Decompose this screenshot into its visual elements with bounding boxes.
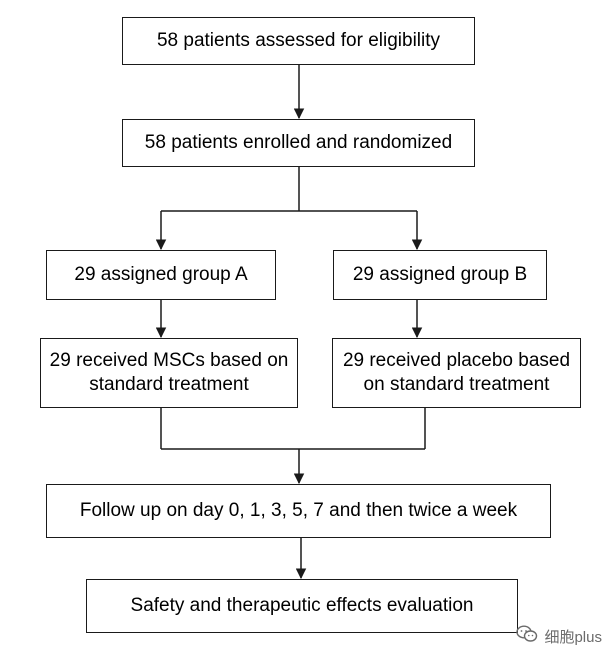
wechat-icon — [516, 625, 538, 647]
box-group-a: 29 assigned group A — [46, 250, 276, 300]
enrollment-label: 58 patients enrolled and randomized — [144, 132, 453, 153]
group-a-label: 29 assigned group A — [74, 264, 248, 285]
group-b-label: 29 assigned group B — [352, 264, 528, 285]
box-follow-up: Follow up on day 0, 1, 3, 5, 7 and then … — [46, 484, 551, 538]
evaluation-label: Safety and therapeutic effects evaluatio… — [130, 595, 474, 616]
box-treatment-b: 29 received placebo based on standard tr… — [332, 338, 581, 408]
box-enrollment: 58 patients enrolled and randomized — [122, 119, 475, 167]
treatment-b-label: 29 received placebo based on standard tr… — [342, 350, 571, 395]
watermark-text: 细胞plus — [544, 628, 602, 646]
box-group-b: 29 assigned group B — [333, 250, 547, 300]
box-evaluation: Safety and therapeutic effects evaluatio… — [86, 579, 518, 633]
box-screening: 58 patients assessed for eligibility — [122, 17, 475, 65]
treatment-a-label: 29 received MSCs based on standard treat… — [49, 350, 289, 395]
watermark: 细胞plus — [516, 625, 602, 647]
box-treatment-a: 29 received MSCs based on standard treat… — [40, 338, 298, 408]
follow-up-label: Follow up on day 0, 1, 3, 5, 7 and then … — [79, 500, 518, 521]
screening-label: 58 patients assessed for eligibility — [156, 30, 441, 51]
